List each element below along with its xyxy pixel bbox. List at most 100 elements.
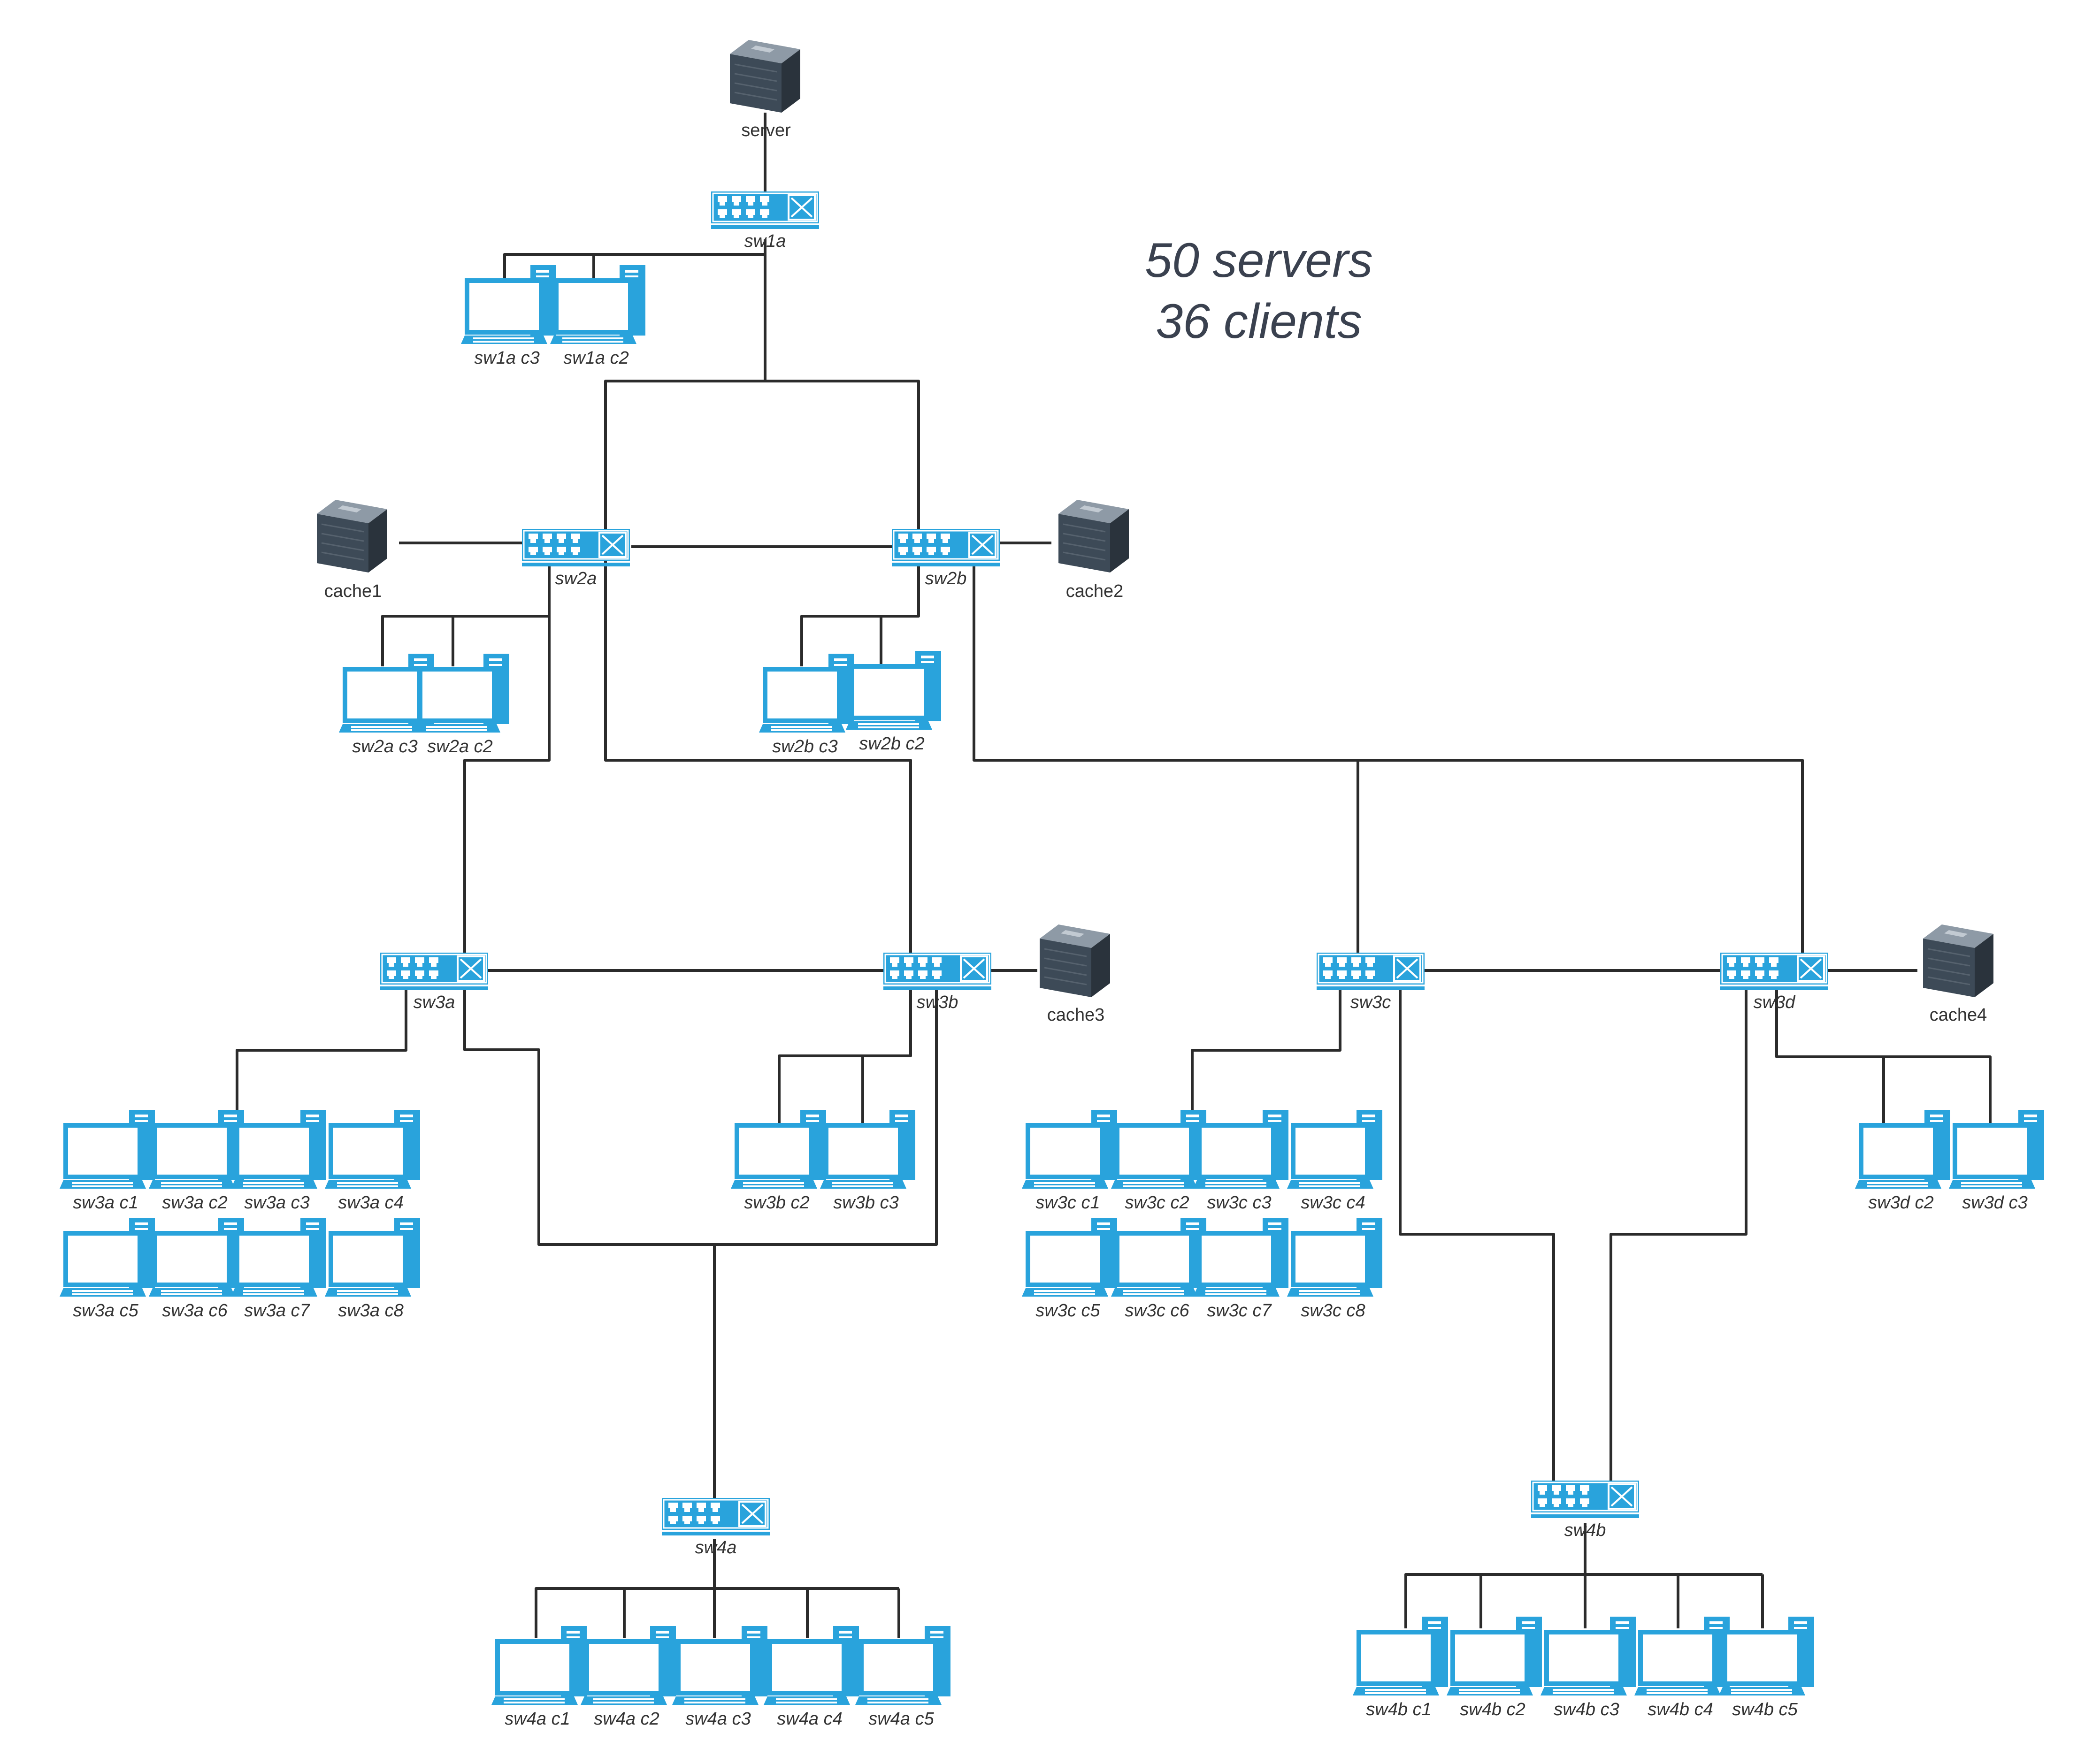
client-label: sw3a c1 (73, 1193, 138, 1213)
client-sw4b-c3[interactable]: sw4b c3 (1541, 1617, 1636, 1719)
link-sw2a-clients (381, 565, 551, 666)
sw3d-node[interactable]: sw3d (1719, 952, 1829, 1012)
workstation-icon (491, 1626, 587, 1705)
client-label: sw3a c7 (244, 1301, 310, 1321)
workstation-icon (325, 1218, 420, 1297)
cache1-node[interactable]: cache1 (316, 499, 388, 601)
cache3-node[interactable]: cache3 (1039, 924, 1111, 1025)
client-label: sw3c c3 (1207, 1193, 1271, 1213)
client-sw3a-c4[interactable]: sw3a c4 (325, 1110, 420, 1213)
client-sw4b-c1[interactable]: sw4b c1 (1353, 1617, 1448, 1719)
client-sw3c-c7[interactable]: sw3c c7 (1193, 1218, 1288, 1321)
sw3c-node[interactable]: sw3c (1316, 952, 1426, 1012)
client-label: sw3c c4 (1301, 1193, 1365, 1213)
client-sw3a-c8[interactable]: sw3a c8 (325, 1218, 420, 1321)
sw1a-node[interactable]: sw1a (710, 191, 820, 251)
client-sw3d-c3[interactable]: sw3d c3 (1949, 1110, 2044, 1213)
client-label: sw4a c2 (594, 1709, 659, 1729)
client-sw3c-c4[interactable]: sw3c c4 (1287, 1110, 1382, 1213)
workstation-icon (325, 1110, 420, 1189)
sw4b-label: sw4b (1564, 1520, 1606, 1540)
client-sw3d-c2[interactable]: sw3d c2 (1855, 1110, 1950, 1213)
client-label: sw3d c2 (1868, 1193, 1933, 1213)
client-sw3b-c2[interactable]: sw3b c2 (731, 1110, 826, 1213)
client-sw3a-c1[interactable]: sw3a c1 (60, 1110, 155, 1213)
client-sw4b-c5[interactable]: sw4b c5 (1719, 1617, 1814, 1719)
client-sw4a-c4[interactable]: sw4a c4 (764, 1626, 859, 1729)
client-sw3c-c5[interactable]: sw3c c5 (1022, 1218, 1117, 1321)
link-sw2a-sw3b (604, 547, 912, 953)
sw3b-node[interactable]: sw3b (882, 952, 992, 1012)
client-sw3c-c2[interactable]: sw3c c2 (1111, 1110, 1206, 1213)
client-sw3c-c8[interactable]: sw3c c8 (1287, 1218, 1382, 1321)
client-sw4a-c2[interactable]: sw4a c2 (581, 1626, 676, 1729)
server-icon (1039, 924, 1111, 998)
workstation-icon (1111, 1218, 1206, 1297)
client-label: sw3a c6 (162, 1301, 228, 1321)
client-label: sw3c c7 (1207, 1301, 1272, 1321)
client-sw4a-c1[interactable]: sw4a c1 (491, 1626, 587, 1729)
sw2a-node[interactable]: sw2a (521, 528, 631, 588)
workstation-icon (149, 1110, 244, 1189)
client-sw3c-c3[interactable]: sw3c c3 (1193, 1110, 1288, 1213)
client-sw3a-c2[interactable]: sw3a c2 (149, 1110, 244, 1213)
workstation-icon (461, 265, 556, 344)
client-sw3c-c6[interactable]: sw3c c6 (1111, 1218, 1206, 1321)
client-label: sw4a c1 (505, 1709, 570, 1729)
sw2b-node[interactable]: sw2b (891, 528, 1001, 588)
link-sw3d-clients (1775, 989, 1992, 1124)
sw4a-label: sw4a (695, 1538, 737, 1558)
client-sw4b-c4[interactable]: sw4b c4 (1634, 1617, 1730, 1719)
sw1a-label: sw1a (744, 231, 786, 251)
switch-icon (661, 1497, 771, 1536)
client-sw4b-c2[interactable]: sw4b c2 (1447, 1617, 1542, 1719)
sw3a-node[interactable]: sw3a (379, 952, 489, 1012)
link-sw3a-clients (236, 989, 407, 1116)
server-icon (1058, 499, 1130, 573)
workstation-icon (231, 1110, 326, 1189)
connection-lines (236, 113, 1992, 1638)
workstation-icon (846, 651, 941, 730)
server-label: server (741, 121, 791, 140)
client-label: sw3b c2 (744, 1193, 809, 1213)
server-icon (316, 499, 388, 573)
client-label: sw3c c2 (1125, 1193, 1189, 1213)
workstation-icon (855, 1626, 950, 1705)
client-sw2a-c2[interactable]: sw2a c2 (414, 654, 509, 756)
client-sw4a-c5[interactable]: sw4a c5 (855, 1626, 950, 1729)
client-sw3a-c7[interactable]: sw3a c7 (231, 1218, 326, 1321)
client-sw3c-c1[interactable]: sw3c c1 (1022, 1110, 1117, 1213)
cache2-node[interactable]: cache2 (1058, 499, 1130, 601)
client-sw2b-c3[interactable]: sw2b c3 (759, 654, 854, 756)
client-sw1a-c2[interactable]: sw1a c2 (550, 265, 645, 368)
workstation-icon (764, 1626, 859, 1705)
client-label: sw4b c2 (1460, 1700, 1525, 1719)
link-tier3-sw4b (1399, 989, 1747, 1481)
link-sw2a-sw3a (463, 565, 551, 953)
switch-icon (379, 952, 489, 991)
workstation-icon (231, 1218, 326, 1297)
client-sw3b-c3[interactable]: sw3b c3 (820, 1110, 915, 1213)
client-sw4a-c3[interactable]: sw4a c3 (672, 1626, 767, 1729)
cache3-label: cache3 (1047, 1005, 1105, 1025)
switch-icon (882, 952, 992, 991)
client-label: sw4b c5 (1732, 1700, 1798, 1719)
server-node[interactable]: server (729, 39, 801, 140)
client-label: sw1a c2 (563, 348, 628, 368)
client-sw3a-c6[interactable]: sw3a c6 (149, 1218, 244, 1321)
client-sw2a-c3[interactable]: sw2a c3 (339, 654, 434, 756)
client-label: sw4b c3 (1554, 1700, 1619, 1719)
client-label: sw4b c1 (1366, 1700, 1431, 1719)
link-sw3c-clients (1191, 989, 1341, 1116)
client-label: sw2b c3 (772, 737, 837, 756)
workstation-icon (1855, 1110, 1950, 1189)
client-label: sw3c c8 (1301, 1301, 1365, 1321)
client-sw3a-c3[interactable]: sw3a c3 (231, 1110, 326, 1213)
client-sw2b-c2[interactable]: sw2b c2 (846, 651, 941, 754)
client-sw3a-c5[interactable]: sw3a c5 (60, 1218, 155, 1321)
sw4a-node[interactable]: sw4a (661, 1497, 771, 1558)
sw4b-node[interactable]: sw4b (1530, 1480, 1640, 1540)
switch-icon (710, 191, 820, 230)
cache4-node[interactable]: cache4 (1922, 924, 1994, 1025)
client-sw1a-c3[interactable]: sw1a c3 (461, 265, 556, 368)
